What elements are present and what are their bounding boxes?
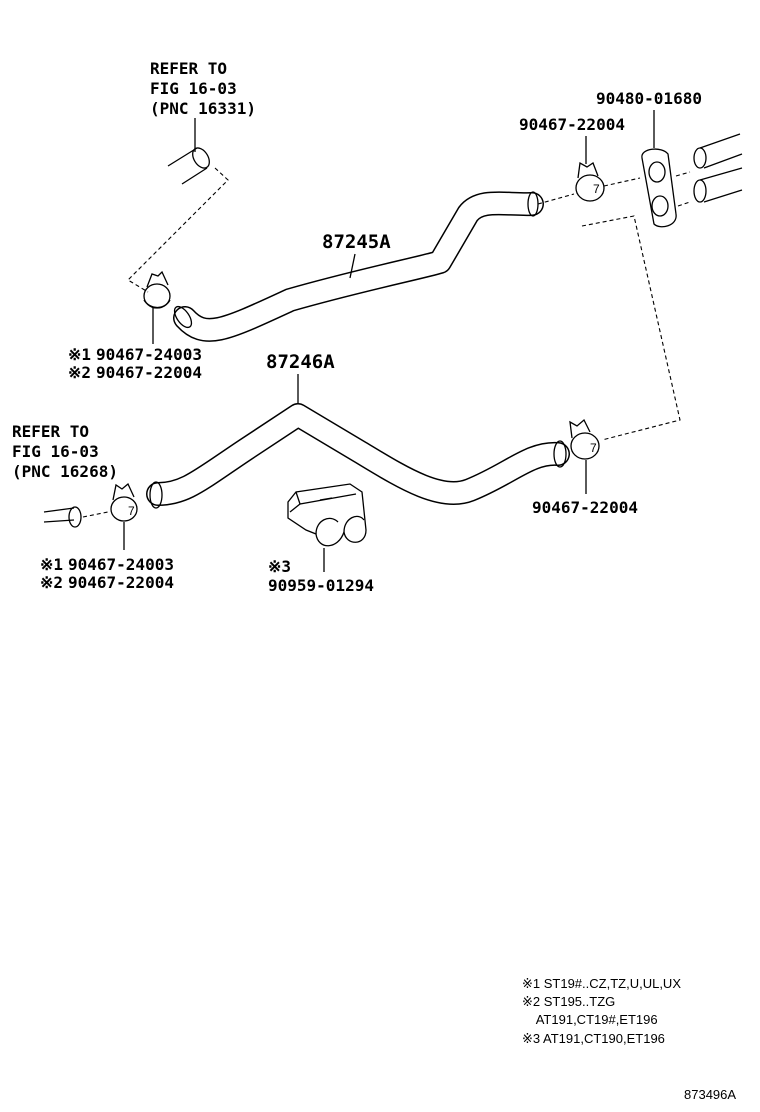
hose-clip-90959-01294[interactable]: [287, 483, 367, 547]
part-number-87246a: 87246A: [266, 351, 335, 373]
note-line: AT191,CT19#,ET196: [522, 1012, 658, 1027]
leader-line: [349, 253, 356, 279]
refer-line: REFER TO: [12, 422, 89, 441]
part-mark: ※1: [40, 555, 63, 574]
refer-line: REFER TO: [150, 59, 227, 78]
applicability-notes: ※1 ST19#..CZ,TZ,U,UL,UX ※2 ST195..TZG AT…: [522, 976, 681, 1046]
dashed-connector: [537, 193, 575, 205]
part-number-90959-01294: 90959-01294: [268, 576, 374, 595]
hose-87246a[interactable]: [146, 403, 570, 509]
part-mark: ※3: [268, 557, 291, 576]
svg-text:7: 7: [590, 441, 597, 455]
pipe-stubs-right: [693, 133, 743, 203]
hose-clamp-top-right[interactable]: 7: [575, 161, 605, 202]
pipe-stub-top: [167, 147, 210, 185]
note-line: ※3 AT191,CT190,ET196: [522, 1031, 665, 1046]
dashed-connector: [127, 167, 229, 293]
part-list-clamp-lower-left: ※1 90467-24003 ※2 90467-22004: [40, 555, 174, 592]
hose-87245a[interactable]: [171, 191, 544, 342]
part-number-90480-01680: 90480-01680: [596, 89, 702, 108]
note-line: ※2 ST195..TZG: [522, 994, 615, 1009]
note-line: ※1 ST19#..CZ,TZ,U,UL,UX: [522, 976, 681, 991]
hose-clamp-right-lower[interactable]: 7: [569, 418, 600, 460]
part-number: 90467-24003: [96, 345, 202, 364]
part-list-clamp-upper-left: ※1 90467-24003 ※2 90467-22004: [68, 345, 202, 382]
part-number: 90467-22004: [96, 363, 202, 382]
part-number: 90467-22004: [68, 573, 174, 592]
svg-text:7: 7: [128, 504, 135, 518]
dashed-connector: [82, 511, 109, 518]
dashed-connector: [603, 177, 641, 187]
part-number-90467-22004: 90467-22004: [532, 498, 638, 517]
refer-line: FIG 16-03: [12, 442, 99, 461]
part-number: 90467-24003: [68, 555, 174, 574]
part-number-87245a: 87245A: [322, 231, 391, 253]
pipe-stub-left: [43, 506, 82, 528]
refer-label-left: REFER TO FIG 16-03 (PNC 16268): [12, 422, 118, 481]
part-mark: ※1: [68, 345, 91, 364]
part-mark: ※2: [40, 573, 63, 592]
refer-line: (PNC 16331): [150, 99, 256, 118]
refer-line: FIG 16-03: [150, 79, 237, 98]
dashed-connector: [675, 171, 691, 207]
figure-id: 873496A: [684, 1087, 736, 1102]
grommet-90480-01680[interactable]: [641, 148, 677, 228]
hose-clamp-upper-left[interactable]: [143, 270, 171, 309]
refer-line: (PNC 16268): [12, 462, 118, 481]
dashed-connector: [581, 215, 681, 441]
refer-label-top: REFER TO FIG 16-03 (PNC 16331): [150, 59, 256, 118]
part-mark: ※2: [68, 363, 91, 382]
hose-clamp-lower-left[interactable]: 7: [110, 482, 138, 522]
svg-text:7: 7: [593, 182, 600, 196]
part-number-90467-22004: 90467-22004: [519, 115, 625, 134]
